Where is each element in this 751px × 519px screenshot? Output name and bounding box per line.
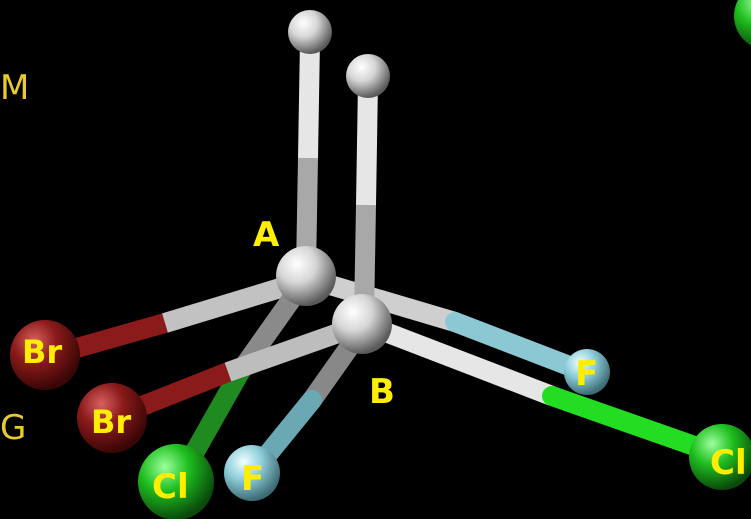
chlorine-atom-far bbox=[734, 0, 751, 46]
chlorine-atom-1 bbox=[138, 444, 214, 519]
bond-a-f bbox=[317, 272, 458, 332]
bond-b-cl bbox=[371, 318, 556, 406]
carbon-atom-a bbox=[276, 246, 336, 306]
bond-a-f-far bbox=[445, 312, 595, 382]
fluorine-atom-2 bbox=[224, 445, 280, 501]
atom-label-br-2: Br bbox=[91, 403, 131, 441]
atom-label-f-2: F bbox=[241, 459, 264, 499]
bond-a-h bbox=[298, 30, 320, 168]
atom-label-b: B bbox=[369, 372, 395, 412]
side-label-bottom: G bbox=[0, 408, 27, 448]
hydrogen-atom-b bbox=[346, 54, 390, 98]
atom-label-a: A bbox=[253, 215, 280, 255]
atom-label-cl-2: Cl bbox=[710, 443, 747, 483]
bromine-atom-2 bbox=[77, 383, 147, 453]
side-label-top: M bbox=[0, 68, 30, 108]
atom-label-f-1: F bbox=[575, 354, 598, 394]
bond-b-h bbox=[356, 72, 378, 215]
hydrogen-atom-a bbox=[288, 10, 332, 54]
atom-label-cl-1: Cl bbox=[152, 467, 189, 507]
chlorine-atom-2 bbox=[689, 424, 751, 490]
fluorine-atom-1 bbox=[564, 349, 610, 395]
bond-a-br-near bbox=[162, 272, 303, 333]
bromine-atom-1 bbox=[10, 320, 80, 390]
atom-label-br-1: Br bbox=[22, 333, 62, 371]
carbon-atom-b bbox=[332, 294, 392, 354]
